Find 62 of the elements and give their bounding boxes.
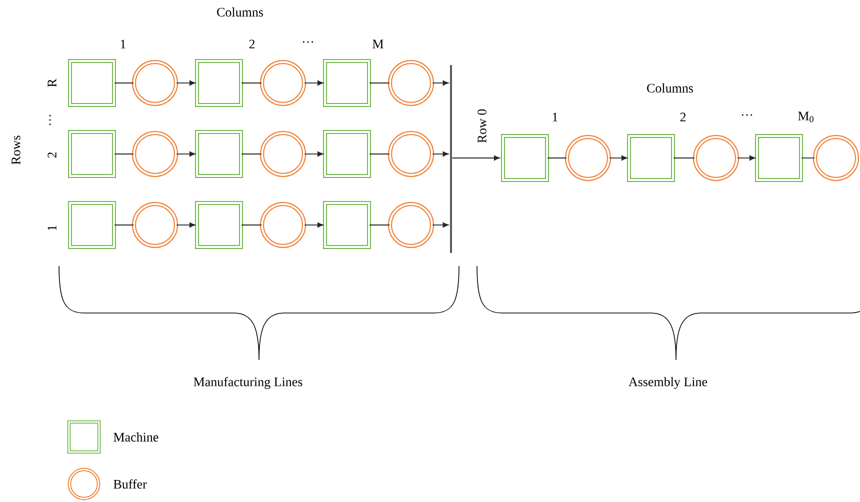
buffer-circle bbox=[132, 202, 178, 248]
machine-square bbox=[195, 59, 243, 107]
arrow bbox=[432, 80, 449, 86]
column-number: M bbox=[372, 40, 384, 48]
buffer-circle bbox=[565, 135, 611, 181]
arrow bbox=[304, 151, 324, 157]
row-number: 1 bbox=[48, 226, 56, 230]
machine-square bbox=[627, 134, 675, 182]
row-heading: Rows bbox=[12, 136, 20, 164]
machine-square bbox=[323, 201, 371, 249]
row-number: R bbox=[48, 78, 56, 87]
buffer-circle bbox=[260, 60, 306, 106]
column-number: M$_{0}$ bbox=[798, 112, 814, 122]
arrow bbox=[176, 80, 196, 86]
column-number: 2 bbox=[680, 112, 686, 122]
arrow bbox=[452, 155, 500, 161]
buffer-circle bbox=[260, 202, 306, 248]
buffer-circle bbox=[693, 135, 739, 181]
arrow bbox=[176, 151, 196, 157]
buffer-circle bbox=[388, 131, 434, 177]
connector-line bbox=[114, 224, 134, 226]
machine-square bbox=[501, 134, 549, 182]
connector-line bbox=[369, 224, 390, 226]
arrow bbox=[737, 155, 756, 161]
machine-square bbox=[195, 130, 243, 178]
column-heading: Columns bbox=[647, 83, 694, 93]
machine-square bbox=[323, 130, 371, 178]
group-caption: Manufacturing Lines bbox=[194, 377, 302, 389]
column-number: 2 bbox=[249, 40, 255, 48]
machine-square bbox=[68, 59, 116, 107]
legend-label: Buffer bbox=[114, 479, 147, 489]
machine-square bbox=[68, 201, 116, 249]
connector-line bbox=[369, 82, 390, 84]
arrow bbox=[304, 80, 324, 86]
legend-label: Machine bbox=[114, 432, 158, 442]
arrow bbox=[609, 155, 628, 161]
connector-line bbox=[241, 224, 262, 226]
machine-square bbox=[323, 59, 371, 107]
row-number: 2 bbox=[48, 152, 56, 158]
machine-square bbox=[755, 134, 803, 182]
buffer-circle bbox=[813, 135, 859, 181]
group-caption: Assembly Line bbox=[628, 377, 708, 389]
arrow bbox=[432, 222, 449, 228]
arrow bbox=[432, 151, 449, 157]
connector-line bbox=[114, 82, 134, 84]
column-heading: Columns bbox=[217, 7, 264, 17]
connector-line bbox=[241, 82, 262, 84]
machine-square bbox=[68, 130, 116, 178]
column-number: 1 bbox=[552, 112, 558, 122]
buffer-circle bbox=[260, 131, 306, 177]
buffer-circle bbox=[388, 202, 434, 248]
buffer-circle bbox=[388, 60, 434, 106]
machine-square bbox=[195, 201, 243, 249]
row-ellipsis: … bbox=[49, 114, 51, 126]
column-ellipsis: … bbox=[742, 114, 752, 116]
buffer-circle bbox=[132, 60, 178, 106]
arrow bbox=[304, 222, 324, 228]
column-ellipsis: … bbox=[302, 41, 314, 43]
row-number: Row 0 bbox=[478, 109, 486, 143]
buffer-circle bbox=[132, 131, 178, 177]
column-number: 1 bbox=[120, 40, 126, 48]
arrow bbox=[176, 222, 196, 228]
